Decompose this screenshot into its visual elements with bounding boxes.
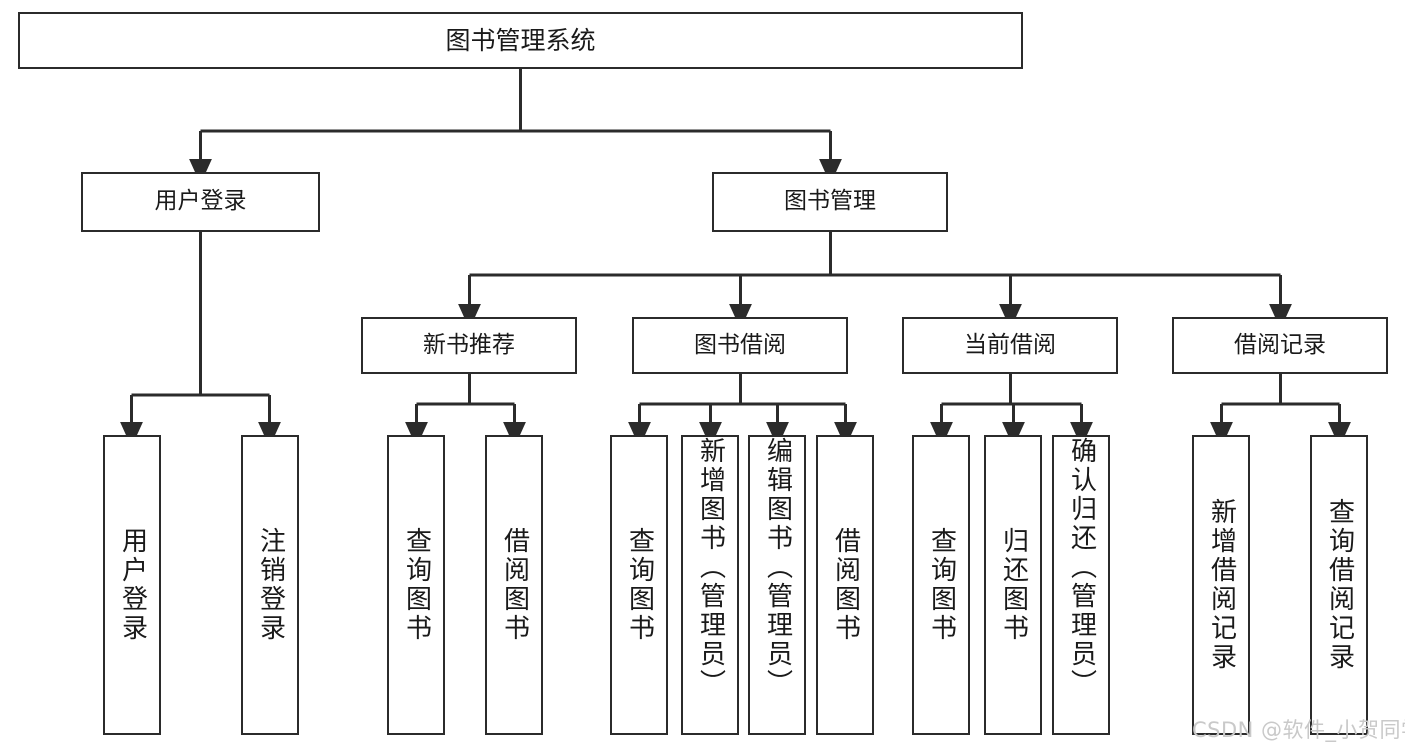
node-leaf-confirm-return-label: 确认归还（管理员） xyxy=(1066,437,1097,698)
node-leaf-borrow-book-2[interactable]: 借阅图书 xyxy=(816,435,874,735)
node-new-book-rec-label: 新书推荐 xyxy=(423,331,515,358)
node-leaf-query-book-1-label: 查询图书 xyxy=(401,527,432,643)
node-leaf-user-logout-label: 注销登录 xyxy=(255,527,286,643)
node-leaf-edit-book-label: 编辑图书（管理员） xyxy=(762,437,793,698)
node-leaf-borrow-book-1-label: 借阅图书 xyxy=(499,527,530,643)
node-leaf-query-record-label: 查询借阅记录 xyxy=(1324,498,1355,672)
node-leaf-query-book-2[interactable]: 查询图书 xyxy=(610,435,668,735)
node-leaf-query-book-3[interactable]: 查询图书 xyxy=(912,435,970,735)
node-user-login[interactable]: 用户登录 xyxy=(81,172,320,232)
node-leaf-return-book[interactable]: 归还图书 xyxy=(984,435,1042,735)
node-leaf-add-record[interactable]: 新增借阅记录 xyxy=(1192,435,1250,735)
node-leaf-user-logout[interactable]: 注销登录 xyxy=(241,435,299,735)
node-book-manage-label: 图书管理 xyxy=(784,188,876,215)
node-book-manage[interactable]: 图书管理 xyxy=(712,172,948,232)
node-leaf-borrow-book-2-label: 借阅图书 xyxy=(830,527,861,643)
node-leaf-borrow-book-1[interactable]: 借阅图书 xyxy=(485,435,543,735)
node-leaf-query-book-2-label: 查询图书 xyxy=(624,527,655,643)
node-root-label: 图书管理系统 xyxy=(445,25,596,55)
node-leaf-confirm-return[interactable]: 确认归还（管理员） xyxy=(1052,435,1110,735)
node-leaf-add-book[interactable]: 新增图书（管理员） xyxy=(681,435,739,735)
node-leaf-query-book-3-label: 查询图书 xyxy=(926,527,957,643)
node-leaf-add-book-label: 新增图书（管理员） xyxy=(695,437,726,698)
node-book-borrow[interactable]: 图书借阅 xyxy=(632,317,848,374)
node-leaf-user-login[interactable]: 用户登录 xyxy=(103,435,161,735)
node-current-borrow[interactable]: 当前借阅 xyxy=(902,317,1118,374)
node-leaf-add-record-label: 新增借阅记录 xyxy=(1206,498,1237,672)
node-user-login-label: 用户登录 xyxy=(154,188,247,215)
node-new-book-rec[interactable]: 新书推荐 xyxy=(361,317,577,374)
node-borrow-records-label: 借阅记录 xyxy=(1234,331,1326,358)
node-leaf-return-book-label: 归还图书 xyxy=(998,527,1029,643)
node-leaf-query-book-1[interactable]: 查询图书 xyxy=(387,435,445,735)
csdn-watermark: CSDN @软件_小贺同学 xyxy=(1192,718,1405,742)
node-leaf-query-record[interactable]: 查询借阅记录 xyxy=(1310,435,1368,735)
node-borrow-records[interactable]: 借阅记录 xyxy=(1172,317,1388,374)
node-root[interactable]: 图书管理系统 xyxy=(18,12,1023,69)
node-leaf-edit-book[interactable]: 编辑图书（管理员） xyxy=(748,435,806,735)
node-current-borrow-label: 当前借阅 xyxy=(964,331,1056,358)
node-book-borrow-label: 图书借阅 xyxy=(694,331,786,358)
node-leaf-user-login-label: 用户登录 xyxy=(117,527,148,643)
